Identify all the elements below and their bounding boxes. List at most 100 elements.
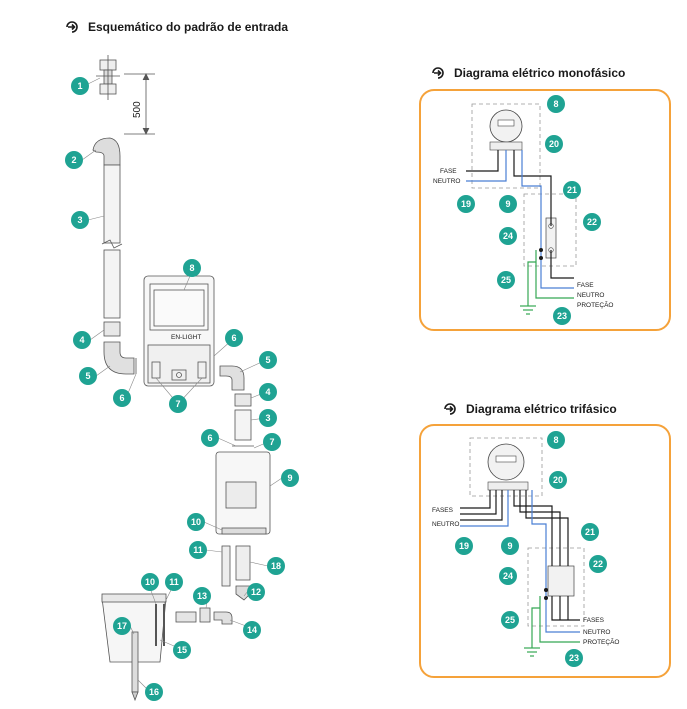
item-marker-label: 11 — [169, 577, 179, 587]
item-marker-21 — [563, 181, 581, 199]
coupling — [103, 321, 121, 337]
tri-neutro-label: NEUTRO — [432, 521, 459, 528]
tri-panel: FASES NEUTRO FASES NEUTRO PROTEÇÃO — [419, 424, 671, 678]
pipe-lower — [103, 249, 121, 319]
item-marker-label: 24 — [503, 231, 513, 241]
item-marker-19 — [455, 537, 473, 555]
tri-protecao-label: PROTEÇÃO — [583, 637, 619, 646]
fitting-13 — [175, 611, 197, 623]
item-marker-label: 25 — [505, 615, 515, 625]
item-marker-label: 8 — [553, 99, 558, 109]
fitting-14 — [213, 611, 233, 625]
item-marker-1 — [71, 77, 89, 95]
item-marker-label: 13 — [197, 591, 207, 601]
item-marker-22 — [583, 213, 601, 231]
item-marker-14 — [243, 621, 261, 639]
tri-fases-out-label: FASES — [583, 617, 605, 624]
item-marker-label: 14 — [247, 625, 257, 635]
item-marker-label: 25 — [501, 275, 511, 285]
item-marker-6 — [201, 429, 219, 447]
item-marker-label: 19 — [461, 199, 471, 209]
tri-neutro-out-label: NEUTRO — [583, 629, 610, 636]
item-marker-9 — [281, 469, 299, 487]
item-marker-label: 23 — [557, 311, 567, 321]
tri-fases-label: FASES — [432, 507, 454, 514]
item-marker-19 — [457, 195, 475, 213]
mono-fase-out-label: FASE — [577, 282, 594, 289]
meter-brand: EN-LIGHT — [171, 334, 201, 341]
dimension-line — [124, 73, 155, 135]
item-marker-6 — [225, 329, 243, 347]
coupling-right — [234, 393, 252, 407]
arrow-bullet-icon — [432, 67, 444, 79]
dimension-500: 500 — [132, 101, 143, 118]
mono-title: Diagrama elétrico monofásico — [454, 66, 626, 80]
conduit-11 — [221, 545, 231, 587]
item-marker-12 — [247, 583, 265, 601]
item-marker-label: 20 — [553, 475, 563, 485]
item-marker-17 — [113, 617, 131, 635]
item-marker-20 — [549, 471, 567, 489]
pipe-right — [234, 409, 252, 441]
item-marker-5 — [79, 367, 97, 385]
item-marker-label: 20 — [549, 139, 559, 149]
item-marker-13 — [193, 587, 211, 605]
item-marker-9 — [501, 537, 519, 555]
item-marker-label: 6 — [119, 393, 124, 403]
item-marker-8 — [183, 259, 201, 277]
item-marker-20 — [545, 135, 563, 153]
item-marker-label: 11 — [193, 545, 203, 555]
item-marker-label: 7 — [269, 437, 274, 447]
mono-neutro-out-label: NEUTRO — [577, 292, 604, 299]
item-marker-25 — [501, 611, 519, 629]
item-marker-8 — [547, 431, 565, 449]
item-marker-label: 4 — [79, 335, 84, 345]
item-marker-label: 16 — [149, 687, 159, 697]
schematic-heading: Esquemático do padrão de entrada — [66, 20, 288, 34]
item-marker-label: 8 — [553, 435, 558, 445]
item-marker-label: 3 — [77, 215, 82, 225]
item-marker-21 — [581, 523, 599, 541]
item-marker-6 — [113, 389, 131, 407]
item-marker-7 — [263, 433, 281, 451]
item-marker-25 — [497, 271, 515, 289]
schematic-title: Esquemático do padrão de entrada — [88, 20, 289, 34]
item-marker-label: 22 — [593, 559, 603, 569]
item-marker-3 — [259, 409, 277, 427]
elbow-right — [219, 365, 245, 391]
item-marker-15 — [173, 641, 191, 659]
mono-panel: FASE NEUTRO FASE NEUTRO PROTEÇÃO — [419, 89, 671, 331]
item-marker-label: 2 — [71, 155, 76, 165]
pipe-upper — [103, 164, 121, 244]
item-marker-24 — [499, 227, 517, 245]
item-marker-10 — [141, 573, 159, 591]
tri-heading: Diagrama elétrico trifásico — [444, 402, 617, 416]
item-marker-label: 12 — [251, 587, 261, 597]
item-marker-label: 21 — [585, 527, 595, 537]
enclosure-lower — [215, 451, 271, 535]
elbow-left — [103, 341, 135, 375]
meter-box — [143, 275, 215, 387]
item-marker-3 — [71, 211, 89, 229]
item-marker-label: 22 — [587, 217, 597, 227]
item-marker-label: 1 — [77, 81, 82, 91]
item-marker-label: 9 — [287, 473, 292, 483]
tri-title: Diagrama elétrico trifásico — [466, 402, 617, 416]
item-marker-label: 19 — [459, 541, 469, 551]
item-marker-label: 8 — [189, 263, 194, 273]
item-marker-label: 10 — [191, 517, 201, 527]
mono-heading: Diagrama elétrico monofásico — [432, 66, 625, 80]
item-marker-label: 24 — [503, 571, 513, 581]
item-marker-label: 21 — [567, 185, 577, 195]
item-marker-11 — [189, 541, 207, 559]
item-marker-label: 7 — [175, 399, 180, 409]
item-marker-7 — [169, 395, 187, 413]
item-marker-18 — [267, 557, 285, 575]
item-marker-2 — [65, 151, 83, 169]
weatherhead — [92, 137, 121, 166]
item-marker-10 — [187, 513, 205, 531]
insulator — [96, 55, 120, 100]
item-marker-label: 3 — [265, 413, 270, 423]
